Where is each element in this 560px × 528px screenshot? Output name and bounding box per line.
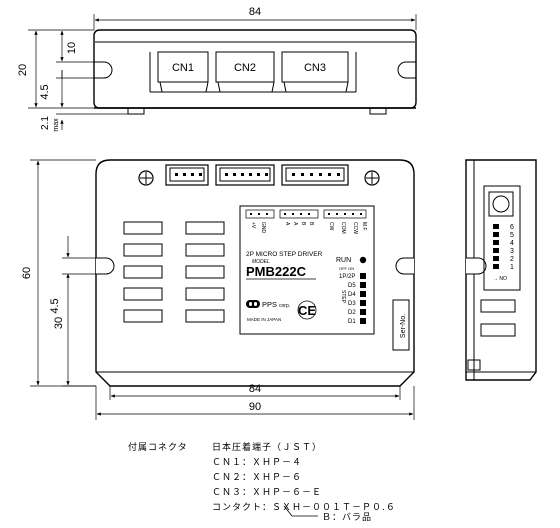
connector-label-cn1: CN1 [172, 62, 194, 74]
side-switch-1: 1 [510, 264, 514, 271]
connector-pins [175, 173, 340, 176]
pin-label-b1: B [300, 222, 306, 226]
pin-label-com: COM [340, 222, 346, 234]
switch-label-d2: D2 [348, 310, 356, 316]
switch-label-d1: D1 [348, 319, 356, 325]
label-model: PMB222C [246, 264, 307, 279]
side-on-no: → NO [493, 276, 507, 282]
dim-top-max: max [53, 118, 60, 132]
front-view [95, 159, 415, 387]
switch-label-d5: D5 [348, 283, 356, 289]
pin-label-b2: B [308, 222, 314, 226]
top-view-dimensions [28, 14, 417, 130]
pps-logo-icon [246, 300, 260, 308]
switch-label-1p2p: 1P/2P [339, 274, 355, 280]
dip-switch-block [360, 273, 366, 324]
pin-label-ccw: CCW [352, 222, 358, 234]
pin-label-mf: M.F [361, 222, 367, 231]
dim-front-30: 30 [53, 317, 65, 329]
label-maker: PPS [262, 300, 277, 309]
side-dip-switches [493, 224, 499, 269]
dim-front-45: 4.5 [49, 298, 61, 313]
label-maker-suffix: corp. [279, 303, 290, 309]
dim-front-60: 60 [21, 267, 33, 279]
notes-heading: 付属コネクタ [128, 443, 188, 453]
label-plate: +V GND A A B B CW COM CCW M.F 2P MICRO S… [245, 209, 367, 325]
dim-top-20: 20 [17, 64, 29, 76]
side-view [465, 159, 537, 381]
notes-sub: Ｂ：バラ品 [322, 513, 373, 523]
dim-top-width: 84 [249, 6, 261, 18]
switch-label-d3: D3 [348, 301, 356, 307]
notes-leader-line [283, 505, 318, 517]
run-led [359, 256, 367, 264]
label-title: 2P MICRO STEP DRIVER [246, 251, 323, 258]
notes-line-contact: コンタクト：ＳＸＨ－００１Ｔ－Ｐ０.６ [212, 503, 396, 513]
side-switch-5: 5 [510, 232, 514, 239]
notes-line-cn1: ＣＮ１：ＸＨＰ－４ [212, 458, 303, 468]
dim-top-10: 10 [66, 42, 78, 54]
side-switch-6: 6 [510, 224, 514, 231]
connector-label-cn3: CN3 [304, 62, 326, 74]
label-model-caption: MODEL [252, 259, 270, 265]
top-view-connector-labels: CN1 CN2 CN3 [172, 62, 326, 74]
label-ce-mark: CE [298, 303, 316, 318]
label-off-on: OFF ON [339, 266, 354, 271]
label-made-in: MADE IN JAPAN [247, 317, 281, 322]
side-switch-4: 4 [510, 240, 514, 247]
front-view-dimensions [30, 159, 415, 420]
label-run: RUN [336, 257, 351, 264]
dim-front-84: 84 [249, 383, 261, 395]
pin-label-a1: A [284, 222, 290, 226]
dim-front-90: 90 [249, 401, 261, 413]
pin-label-plus-v: +V [250, 222, 256, 229]
ser-no-label: Ser-No. [400, 314, 407, 338]
top-view [93, 29, 417, 115]
notes-line-cn2: ＣＮ２：ＸＨＰ－６ [212, 473, 303, 483]
connector-label-cn2: CN2 [234, 62, 256, 74]
notes-maker: 日本圧着端子（ＪＳＴ） [212, 443, 323, 453]
pin-label-gnd: GND [260, 222, 266, 234]
side-switch-3: 3 [510, 248, 514, 255]
dim-top-21: 2.1 [40, 116, 51, 130]
notes-line-cn3: ＣＮ３：ＸＨＰ－６－Ｅ [212, 488, 323, 498]
side-switch-2: 2 [510, 256, 514, 263]
dim-top-45: 4.5 [39, 84, 51, 99]
switch-label-d4: D4 [348, 292, 356, 298]
label-step: STEP [340, 290, 346, 304]
pin-label-cw: CW [328, 222, 334, 231]
pin-label-a2: A [292, 222, 298, 226]
